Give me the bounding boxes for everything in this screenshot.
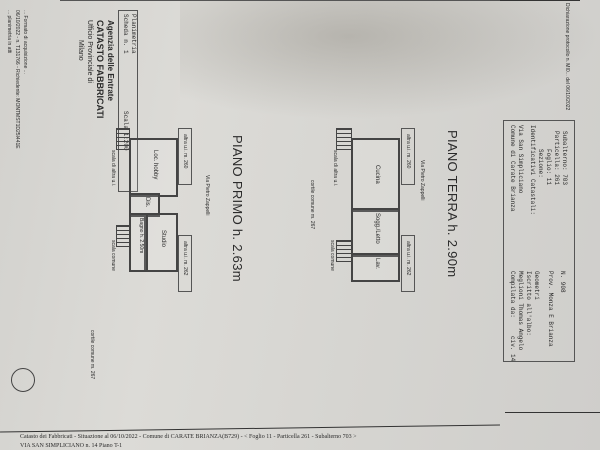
bottom-frame-line-right (505, 412, 600, 413)
cadastral-info-box: Comune di Carate Brianza Via San Simplic… (503, 120, 575, 362)
ground-courtyard: cortile comune m. 267 (309, 180, 315, 230)
side-note-3: ... Formato di acquisizione ... (22, 10, 28, 74)
room-label: Studio (160, 230, 166, 248)
sezione: Sezione: (537, 149, 544, 178)
sheet-label: Planimetria (130, 14, 137, 54)
footer-address: VIA SAN SIMPLICIANO n. 14 Piano T-1 (20, 443, 123, 449)
room-studio: Studio (144, 213, 178, 272)
registration-number: N. 908 (559, 271, 566, 293)
iscritto-label: Iscritto all'albo: (525, 271, 532, 336)
room-label: Lav. (374, 258, 380, 269)
first-stairs-top-label: scala di altra u.i. (110, 150, 116, 187)
room-label: Bagno h. 2.50m (138, 218, 144, 254)
subalterno: Subalterno: 703 (561, 131, 568, 186)
north-arrow-icon (11, 368, 35, 392)
catasto-title: CATASTO FABBRICATI (95, 20, 105, 119)
ground-neighbor-bottom-label: altra u.i. m. 262 (405, 241, 411, 276)
first-street: Via Pietro Zappelli (204, 175, 210, 216)
ground-stairs-bottom (336, 240, 352, 262)
first-stairs-top (116, 128, 130, 150)
paper-shadow (180, 0, 600, 120)
office-label: Ufficio Provinciale di (86, 20, 93, 83)
frame-line (60, 0, 500, 1)
room-lavanderia: Lav. (351, 253, 400, 282)
protocol-text: Dichiarazione protocollo n. MI0... del 0… (564, 3, 570, 111)
sheet-number: Scheda n. 1 (122, 14, 129, 54)
side-note-2: 06/10/2022 - n. T131766 - Richiedente: M… (14, 10, 20, 149)
first-stairs-bottom-label: scala comune (110, 240, 116, 271)
albo: Geometri (533, 271, 540, 300)
first-neighbor-top: altra u.i. m. 260 (178, 128, 192, 185)
first-neighbor-bottom: altra u.i. m. 262 (178, 235, 192, 292)
room-soggiorno: Sogg./Letto (351, 208, 400, 257)
ground-floor-title: PIANO TERRA h. 2.90m (445, 130, 460, 278)
via: Via San Simpliciano (517, 125, 524, 194)
identificativi: Identificativi Catastali: (529, 125, 536, 216)
ground-neighbor-top-label: altra u.i. m. 260 (405, 134, 411, 169)
room-label: Sogg./Letto (374, 213, 380, 244)
ground-stairs-bottom-label: scala comune (329, 240, 335, 271)
comune: Comune di Carate Brianza (509, 125, 516, 212)
room-cucina: Cucina (351, 138, 400, 212)
first-neighbor-bottom-label: altra u.i. m. 262 (182, 241, 188, 276)
first-neighbor-top-label: altra u.i. m. 260 (182, 134, 188, 169)
foglio: Foglio: 11 (545, 149, 552, 186)
compiler-name: Meglioni Thomas Angelo (517, 271, 524, 351)
room-label: Dis. (144, 197, 150, 208)
room-label: Cucina (374, 165, 380, 184)
ground-stairs-top-label: scala di altra u.i. (332, 150, 338, 187)
room-hobby: Loc. hobby (129, 138, 178, 197)
particella: Particella: 261 (553, 131, 560, 186)
first-stairs-bottom (116, 225, 130, 247)
ground-stairs-top (336, 128, 352, 150)
compilata-label: Compilata da: (509, 271, 516, 318)
office-city: Milano (77, 40, 84, 61)
ground-neighbor-top: altra u.i. m. 260 (401, 128, 415, 185)
ground-neighbor-bottom: altra u.i. m. 262 (401, 235, 415, 292)
first-floor-title: PIANO PRIMO h. 2.63m (230, 135, 245, 282)
first-courtyard: cortile comune m. 267 (89, 330, 95, 380)
side-note-1: ... planimetria in atti (6, 10, 12, 54)
ground-street: Via Pietro Zappelli (419, 160, 425, 201)
footer-situation: Catasto dei Fabbricati - Situazione al 0… (20, 434, 357, 440)
civic-number: civ. 14 (509, 336, 516, 362)
room-bagno: Bagno h. 2.50m (129, 213, 148, 272)
room-label: Loc. hobby (152, 150, 158, 180)
province: Prov. Monza E Brianza (547, 271, 554, 347)
agency-name: Agenzia delle Entrate (106, 20, 115, 101)
